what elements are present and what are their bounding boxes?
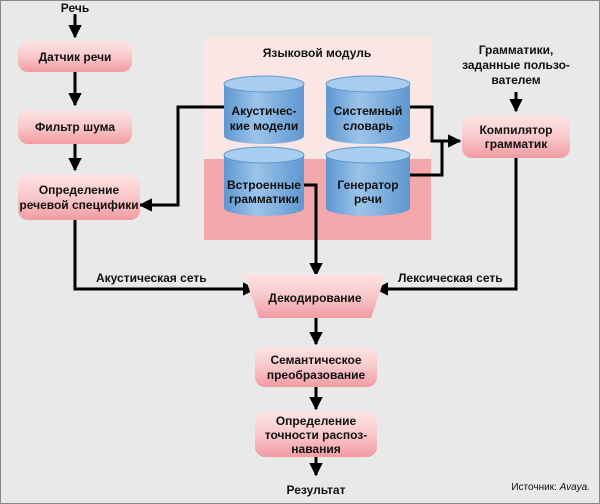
builtin-grammars-label-2: грамматики xyxy=(229,192,299,206)
grammar-compiler-label-2: грамматик xyxy=(485,137,549,151)
system-dictionary-db: Системный словарь xyxy=(325,75,411,144)
builtin-grammars-db: Встроенные грамматики xyxy=(223,146,305,216)
grammar-compiler-node: Компилятор грамматик xyxy=(462,116,570,158)
speech-sensor-label: Датчик речи xyxy=(39,50,112,64)
speech-sensor-node: Датчик речи xyxy=(18,41,132,72)
source-caption: Источник: Avaya. xyxy=(511,482,590,493)
noise-filter-label: Фильтр шума xyxy=(35,120,115,134)
acoustic-models-label-1: Акустичес- xyxy=(231,104,296,118)
user-grammars-label-1: Грамматики, xyxy=(479,43,554,57)
user-grammars-note: Грамматики, заданные пользо- вателем xyxy=(462,43,570,87)
acoustic-models-label-2: кие модели xyxy=(230,119,299,133)
source-prefix: Источник: xyxy=(511,482,556,493)
connectors xyxy=(68,14,523,477)
speech-spec-label-2: речевой специфики xyxy=(19,198,138,212)
noise-filter-node: Фильтр шума xyxy=(18,110,132,144)
system-dictionary-label-1: Системный xyxy=(334,104,403,118)
user-grammars-label-3: вателем xyxy=(491,73,540,87)
result-label: Результат xyxy=(287,483,346,497)
speech-generator-label-2: речи xyxy=(354,192,382,206)
semantic-transform-label-1: Семантическое xyxy=(270,353,361,367)
speech-generator-db: Генератор речи xyxy=(325,146,411,216)
language-module-title: Языковой модуль xyxy=(263,46,371,60)
accuracy-node: Определение точности распоз- навания xyxy=(255,412,377,457)
acoustic-net-label: Акустическая сеть xyxy=(96,271,207,285)
speech-spec-node: Определение речевой специфики xyxy=(18,174,140,220)
user-grammars-label-2: заданные пользо- xyxy=(462,58,570,72)
source-name: Avaya. xyxy=(559,482,590,493)
acoustic-models-db: Акустичес- кие модели xyxy=(223,75,305,144)
semantic-transform-label-2: преобразование xyxy=(267,368,366,382)
system-dictionary-label-2: словарь xyxy=(343,119,393,133)
speech-input-label: Речь xyxy=(61,1,89,15)
accuracy-label-3: навания xyxy=(291,442,340,456)
semantic-transform-node: Семантическое преобразование xyxy=(255,347,377,387)
decoding-node: Декодирование xyxy=(244,274,386,318)
builtin-grammars-label-1: Встроенные xyxy=(227,178,301,192)
accuracy-label-2: точности распоз- xyxy=(265,428,367,442)
speech-generator-label-1: Генератор xyxy=(337,178,398,192)
decoding-label: Декодирование xyxy=(268,291,362,305)
speech-spec-label-1: Определение xyxy=(39,183,120,197)
grammar-compiler-label-1: Компилятор xyxy=(479,123,552,137)
lexical-net-label: Лексическая сеть xyxy=(398,271,503,285)
accuracy-label-1: Определение xyxy=(276,414,357,428)
